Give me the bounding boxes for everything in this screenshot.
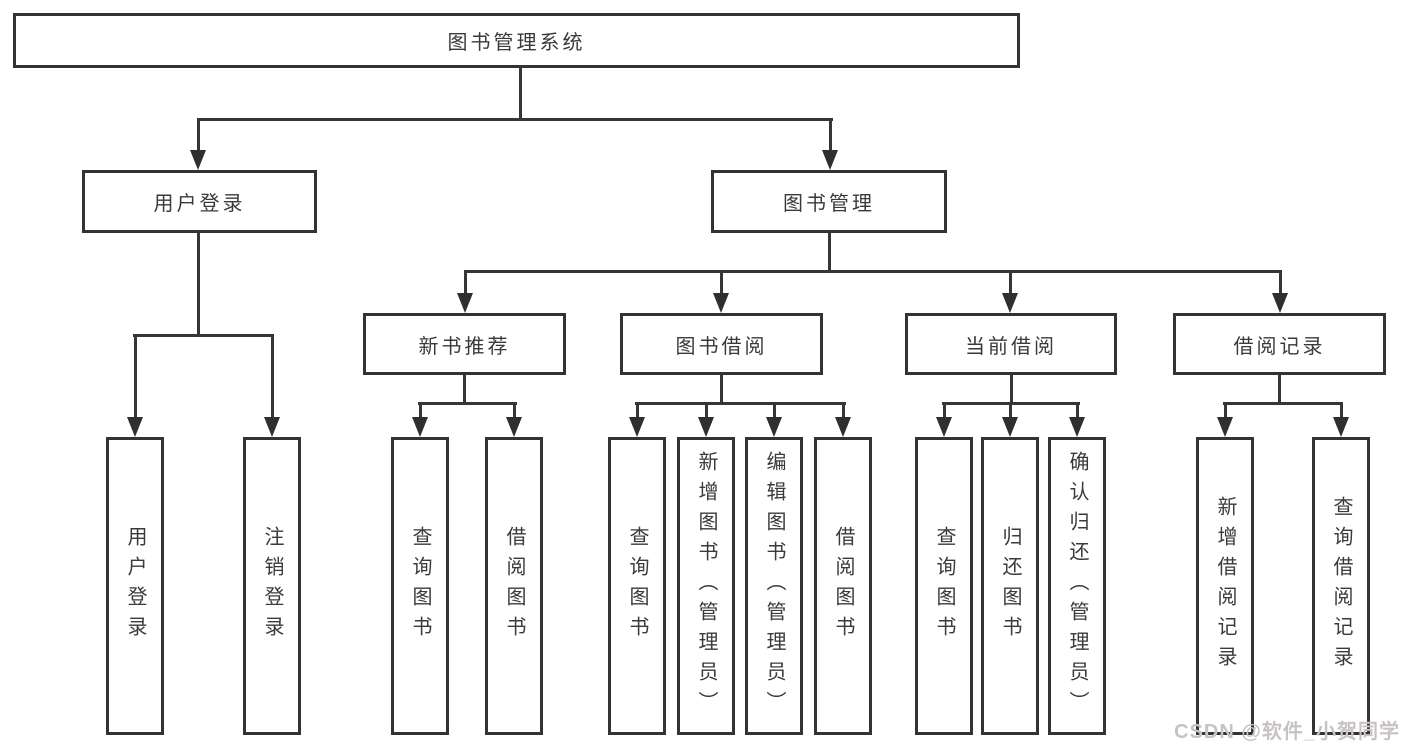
node-current-borrow: 当前借阅 bbox=[905, 313, 1117, 375]
leaf-add-borrow-record: 新增借阅记录 bbox=[1196, 437, 1254, 735]
leaf-return-books-label: 归还图书 bbox=[999, 526, 1021, 646]
leaf-query-books-3-label: 查询图书 bbox=[933, 526, 955, 646]
connector-group-stem bbox=[1278, 374, 1281, 405]
arrow-down-icon bbox=[190, 150, 206, 170]
leaf-query-borrow-record-label: 查询借阅记录 bbox=[1330, 496, 1352, 676]
leaf-return-books: 归还图书 bbox=[981, 437, 1039, 735]
connector-userlogin-drop bbox=[197, 118, 200, 152]
node-book-management-label: 图书管理 bbox=[783, 193, 875, 215]
leaf-borrow-books-1: 借阅图书 bbox=[485, 437, 543, 735]
arrow-down-icon bbox=[127, 417, 143, 437]
arrow-down-icon bbox=[1333, 417, 1349, 437]
connector-level3-hline bbox=[464, 270, 1282, 273]
leaf-edit-books-admin: 编辑图书（管理员） bbox=[745, 437, 803, 735]
connector-leaf-drop bbox=[705, 402, 708, 419]
node-user-login: 用户登录 bbox=[82, 170, 317, 233]
node-book-borrow: 图书借阅 bbox=[620, 313, 823, 375]
arrow-down-icon bbox=[1272, 293, 1288, 313]
connector-level3-drop bbox=[1279, 270, 1282, 296]
arrow-down-icon bbox=[713, 293, 729, 313]
connector-leaf-drop bbox=[842, 402, 845, 419]
connector-group-stem bbox=[720, 374, 723, 405]
connector-level3-drop bbox=[464, 270, 467, 296]
connector-leaf-drop bbox=[773, 402, 776, 419]
arrow-down-icon bbox=[835, 417, 851, 437]
arrow-down-icon bbox=[1217, 417, 1233, 437]
leaf-query-books-1-label: 查询图书 bbox=[409, 526, 431, 646]
arrow-down-icon bbox=[506, 417, 522, 437]
connector-userlogin-stem bbox=[197, 233, 200, 337]
node-current-borrow-label: 当前借阅 bbox=[965, 335, 1057, 358]
leaf-user-login-label: 用户登录 bbox=[124, 526, 146, 646]
leaf-query-books-2: 查询图书 bbox=[608, 437, 666, 735]
leaf-logout: 注销登录 bbox=[243, 437, 301, 735]
connector-leaf-drop bbox=[636, 402, 639, 419]
node-new-book-recommend-label: 新书推荐 bbox=[418, 335, 511, 358]
connector-leaf-drop bbox=[271, 334, 274, 418]
arrow-down-icon bbox=[629, 417, 645, 437]
node-root: 图书管理系统 bbox=[13, 13, 1020, 68]
connector-level3-drop bbox=[720, 270, 723, 296]
node-book-management: 图书管理 bbox=[711, 170, 947, 233]
leaf-borrow-books-2-label: 借阅图书 bbox=[832, 526, 854, 646]
connector-group-hline bbox=[635, 402, 846, 405]
connector-bookmgmt-drop bbox=[829, 118, 832, 152]
connector-group-stem bbox=[1010, 374, 1013, 405]
arrow-down-icon bbox=[766, 417, 782, 437]
arrow-down-icon bbox=[1002, 417, 1018, 437]
connector-leaf-drop bbox=[513, 402, 516, 419]
arrow-down-icon bbox=[1069, 417, 1085, 437]
connector-leaf-drop bbox=[1224, 402, 1227, 419]
connector-level3-drop bbox=[1009, 270, 1012, 296]
connector-group-hline bbox=[418, 402, 517, 405]
leaf-logout-label: 注销登录 bbox=[261, 526, 283, 646]
connector-root-stem bbox=[519, 66, 522, 120]
arrow-down-icon bbox=[698, 417, 714, 437]
connector-userlogin-hline bbox=[133, 334, 274, 337]
arrow-down-icon bbox=[822, 150, 838, 170]
node-book-borrow-label: 图书借阅 bbox=[675, 335, 768, 358]
leaf-add-books-admin: 新增图书（管理员） bbox=[677, 437, 735, 735]
node-user-login-label: 用户登录 bbox=[153, 193, 246, 215]
leaf-confirm-return-admin: 确认归还（管理员） bbox=[1048, 437, 1106, 735]
connector-bookmgmt-stem bbox=[828, 233, 831, 273]
connector-group-hline bbox=[1223, 402, 1343, 405]
arrow-down-icon bbox=[457, 293, 473, 313]
leaf-confirm-return-admin-label: 确认归还（管理员） bbox=[1066, 451, 1088, 721]
arrow-down-icon bbox=[412, 417, 428, 437]
connector-leaf-drop bbox=[419, 402, 422, 419]
connector-leaf-drop bbox=[1076, 402, 1079, 419]
leaf-query-books-1: 查询图书 bbox=[391, 437, 449, 735]
csdn-watermark: CSDN @软件_小贺同学 bbox=[1174, 721, 1400, 743]
node-borrow-records-label: 借阅记录 bbox=[1233, 335, 1326, 358]
connector-leaf-drop bbox=[1340, 402, 1343, 419]
leaf-add-borrow-record-label: 新增借阅记录 bbox=[1214, 496, 1236, 676]
leaf-borrow-books-1-label: 借阅图书 bbox=[503, 526, 525, 646]
leaf-edit-books-admin-label: 编辑图书（管理员） bbox=[763, 451, 785, 721]
connector-group-stem bbox=[463, 374, 466, 405]
connector-leaf-drop bbox=[943, 402, 946, 419]
arrow-down-icon bbox=[936, 417, 952, 437]
leaf-add-books-admin-label: 新增图书（管理员） bbox=[695, 451, 717, 721]
node-borrow-records: 借阅记录 bbox=[1173, 313, 1386, 375]
leaf-query-borrow-record: 查询借阅记录 bbox=[1312, 437, 1370, 735]
node-root-label: 图书管理系统 bbox=[447, 32, 586, 54]
leaf-query-books-2-label: 查询图书 bbox=[626, 526, 648, 646]
connector-leaf-drop bbox=[1009, 402, 1012, 419]
node-new-book-recommend: 新书推荐 bbox=[363, 313, 566, 375]
connector-level2-hline bbox=[197, 118, 833, 121]
leaf-user-login: 用户登录 bbox=[106, 437, 164, 735]
leaf-borrow-books-2: 借阅图书 bbox=[814, 437, 872, 735]
arrow-down-icon bbox=[264, 417, 280, 437]
leaf-query-books-3: 查询图书 bbox=[915, 437, 973, 735]
connector-leaf-drop bbox=[134, 334, 137, 418]
arrow-down-icon bbox=[1002, 293, 1018, 313]
